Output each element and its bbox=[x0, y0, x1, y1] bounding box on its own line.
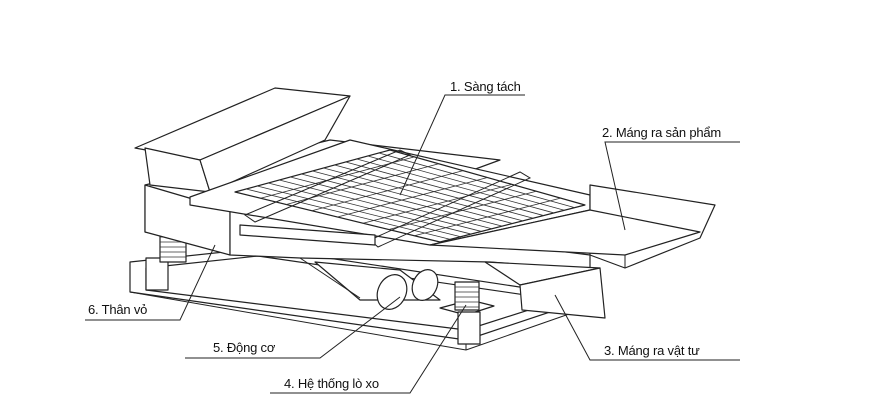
leader-lines bbox=[85, 94, 740, 394]
label-body: 6. Thân vỏ bbox=[88, 302, 148, 317]
label-motor: 5. Động cơ bbox=[213, 340, 276, 355]
screen-deck bbox=[189, 139, 591, 248]
motor bbox=[314, 261, 441, 310]
label-screen: 1. Sàng tách bbox=[450, 79, 521, 94]
feed-hopper bbox=[134, 87, 351, 193]
spring-right bbox=[439, 281, 495, 345]
waste-chute bbox=[484, 261, 606, 319]
label-waste-chute: 3. Máng ra vật tư bbox=[604, 343, 700, 358]
product-chute bbox=[429, 184, 716, 269]
label-product-chute: 2. Máng ra sản phẩm bbox=[602, 125, 722, 140]
label-springs: 4. Hệ thống lò xo bbox=[284, 376, 379, 391]
